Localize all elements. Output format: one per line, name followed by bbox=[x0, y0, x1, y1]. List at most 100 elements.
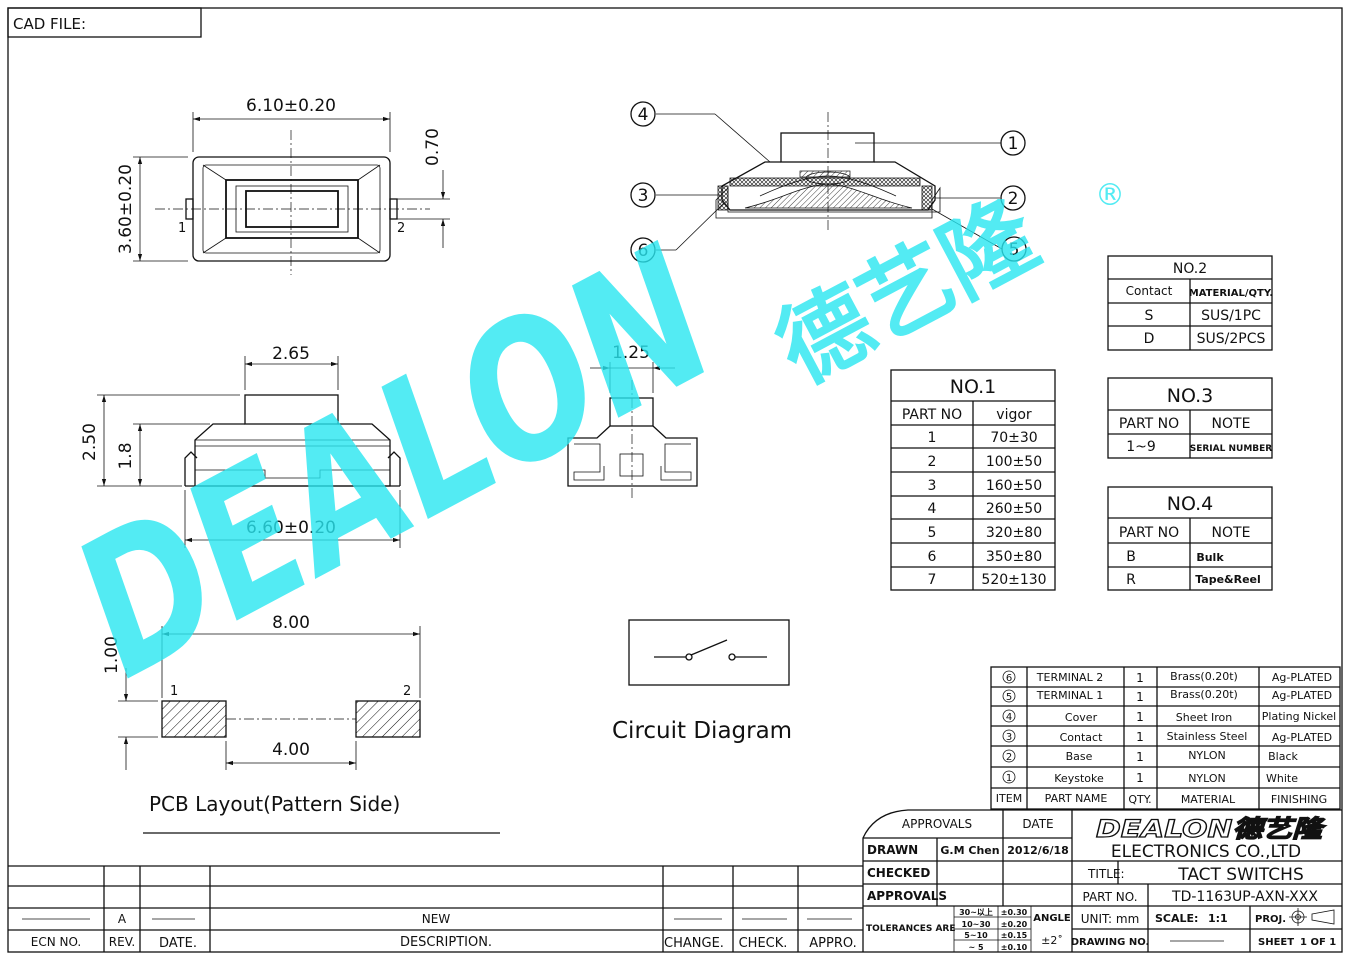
tb-unit: UNIT: mm bbox=[1081, 912, 1140, 926]
no3-title: NO.3 bbox=[1167, 385, 1214, 407]
rev-header-date: DATE. bbox=[159, 936, 197, 951]
pcb-pin2: 2 bbox=[403, 684, 411, 699]
dim-body-height: 1.8 bbox=[116, 442, 136, 469]
svg-text:320±80: 320±80 bbox=[986, 525, 1042, 541]
svg-text:Bulk: Bulk bbox=[1196, 551, 1224, 564]
rev-header-ecn: ECN NO. bbox=[31, 935, 82, 949]
svg-text:Tape&Reel: Tape&Reel bbox=[1195, 573, 1261, 586]
svg-text:Stainless Steel: Stainless Steel bbox=[1167, 730, 1248, 743]
svg-text:±0.15: ±0.15 bbox=[1001, 931, 1028, 940]
svg-text:Base: Base bbox=[1066, 750, 1093, 763]
table-row: 4 260±50 bbox=[928, 501, 1043, 517]
table-row: D SUS/2PCS bbox=[1144, 331, 1266, 347]
tb-sheet: SHEET bbox=[1258, 937, 1294, 948]
table-row: 6 350±80 bbox=[928, 549, 1043, 565]
front-view: 2.65 2.50 1.8 6.60±0.20 bbox=[80, 344, 401, 548]
tb-approvals2: APPROVALS bbox=[867, 889, 947, 903]
dim-overall-width: 6.60±0.20 bbox=[246, 518, 336, 538]
no2-title: NO.2 bbox=[1173, 261, 1207, 277]
no3-header-part: PART NO bbox=[1119, 416, 1179, 432]
cad-file-box bbox=[7, 7, 202, 38]
svg-text:100±50: 100±50 bbox=[986, 454, 1042, 470]
svg-text:1: 1 bbox=[1006, 773, 1012, 784]
svg-text:B: B bbox=[1126, 549, 1136, 565]
table-row: B Bulk bbox=[1126, 549, 1224, 565]
svg-text:1: 1 bbox=[1136, 730, 1144, 744]
svg-text:2: 2 bbox=[928, 454, 937, 470]
svg-text:160±50: 160±50 bbox=[986, 478, 1042, 494]
svg-text:Black: Black bbox=[1268, 750, 1298, 763]
tb-drawn-by: G.M Chen bbox=[940, 844, 999, 857]
tb-company-logo: DEALON德艺隆 bbox=[1096, 815, 1327, 843]
svg-text:R: R bbox=[1126, 572, 1136, 588]
sheet-border bbox=[7, 7, 1343, 953]
svg-text:4: 4 bbox=[928, 501, 937, 517]
tb-sheet-value: 1 OF 1 bbox=[1300, 937, 1336, 948]
callout-1: 1 bbox=[1008, 134, 1019, 154]
tb-company: ELECTRONICS CO.,LTD bbox=[1111, 842, 1301, 862]
svg-text:3: 3 bbox=[928, 478, 937, 494]
svg-text:3: 3 bbox=[1006, 732, 1012, 743]
svg-text:5: 5 bbox=[928, 525, 937, 541]
tb-angle: ANGLE bbox=[1033, 913, 1071, 924]
pcb-pin1: 1 bbox=[170, 684, 178, 699]
callout-6: 6 bbox=[638, 241, 649, 261]
dim-total-height: 2.50 bbox=[80, 423, 100, 461]
no1-table: NO.1 PART NO vigor 1 70±30 2 100±50 3 16… bbox=[890, 369, 1056, 591]
tb-checked: CHECKED bbox=[867, 866, 930, 880]
svg-text:Ag-PLATED: Ag-PLATED bbox=[1272, 689, 1332, 702]
no2-table: NO.2 Contact MATERIAL/QTY. S SUS/1PC D S… bbox=[1107, 255, 1273, 351]
projection-icon bbox=[1289, 908, 1335, 926]
pcb-layout: 1 2 8.00 1.00 4.00 PCB Layout(Pattern Si… bbox=[102, 613, 500, 834]
circuit-diagram: Circuit Diagram bbox=[612, 619, 792, 744]
side-view: 1.25 bbox=[567, 343, 698, 500]
dim-pcb-pad: 1.00 bbox=[102, 636, 122, 674]
table-row: R Tape&Reel bbox=[1126, 572, 1261, 588]
dim-top-height: 3.60±0.20 bbox=[116, 164, 136, 254]
bom-header-finishing: FINISHING bbox=[1271, 793, 1327, 806]
svg-text:1~9: 1~9 bbox=[1126, 439, 1156, 455]
tb-angle-value: ±2˚ bbox=[1041, 934, 1063, 947]
table-row: 5 TERMINAL 1 1 Brass(0.20t) Ag-PLATED bbox=[1002, 688, 1332, 704]
title-block: APPROVALS DATE DRAWN G.M Chen 2012/6/18 … bbox=[862, 809, 1342, 952]
svg-text:NYLON: NYLON bbox=[1188, 749, 1226, 762]
bom-header-qty: QTY. bbox=[1128, 793, 1151, 806]
bom-table: 6 TERMINAL 2 1 Brass(0.20t) Ag-PLATED 5 … bbox=[990, 666, 1341, 810]
no3-table: NO.3 PART NO NOTE 1~9 SERIAL NUMBER bbox=[1107, 377, 1273, 459]
svg-text:6: 6 bbox=[1006, 673, 1012, 684]
revision-block: A NEW ECN NO. REV. DATE. DESCRIPTION. CH… bbox=[8, 865, 863, 952]
svg-text:Ag-PLATED: Ag-PLATED bbox=[1272, 731, 1332, 744]
no3-header-note: NOTE bbox=[1212, 416, 1251, 432]
table-row: 1 Keystoke 1 NYLON White bbox=[1002, 770, 1298, 785]
svg-text:6: 6 bbox=[928, 549, 937, 565]
no1-header-part: PART NO bbox=[902, 407, 962, 423]
top-pin2: 2 bbox=[397, 221, 405, 236]
svg-text:SUS/2PCS: SUS/2PCS bbox=[1197, 331, 1266, 347]
dim-pcb-span: 8.00 bbox=[272, 613, 310, 633]
circuit-label: Circuit Diagram bbox=[612, 718, 792, 744]
table-row: S SUS/1PC bbox=[1145, 308, 1262, 324]
table-row: 3 Contact 1 Stainless Steel Ag-PLATED bbox=[1002, 729, 1332, 744]
no4-table: NO.4 PART NO NOTE B Bulk R Tape&Reel bbox=[1107, 486, 1273, 591]
callout-4: 4 bbox=[638, 105, 649, 125]
svg-text:SUS/1PC: SUS/1PC bbox=[1201, 308, 1261, 324]
svg-text:Plating Nickel: Plating Nickel bbox=[1262, 710, 1336, 723]
table-row: 4 Cover 1 Sheet Iron Plating Nickel bbox=[1002, 709, 1336, 724]
table-row: 1 70±30 bbox=[928, 430, 1038, 446]
watermark-latin: DEALON bbox=[42, 205, 746, 719]
no4-header-note: NOTE bbox=[1212, 525, 1251, 541]
tb-tolerances: TOLERANCES ARE bbox=[866, 924, 956, 934]
svg-text:350±80: 350±80 bbox=[986, 549, 1042, 565]
no1-header-vigor: vigor bbox=[996, 407, 1032, 423]
table-row: 6 TERMINAL 2 1 Brass(0.20t) Ag-PLATED bbox=[1002, 670, 1332, 685]
svg-text:Sheet Iron: Sheet Iron bbox=[1176, 711, 1233, 724]
tb-drawn: DRAWN bbox=[867, 843, 918, 857]
top-pin1: 1 bbox=[178, 221, 186, 236]
svg-text:1: 1 bbox=[1136, 690, 1144, 704]
svg-text:1: 1 bbox=[1136, 671, 1144, 685]
tb-part-no: TD-1163UP-AXN-XXX bbox=[1171, 889, 1318, 905]
no4-title: NO.4 bbox=[1167, 493, 1214, 515]
rev-header-check: CHECK. bbox=[739, 936, 788, 951]
watermark-reg: ® bbox=[1095, 178, 1125, 213]
